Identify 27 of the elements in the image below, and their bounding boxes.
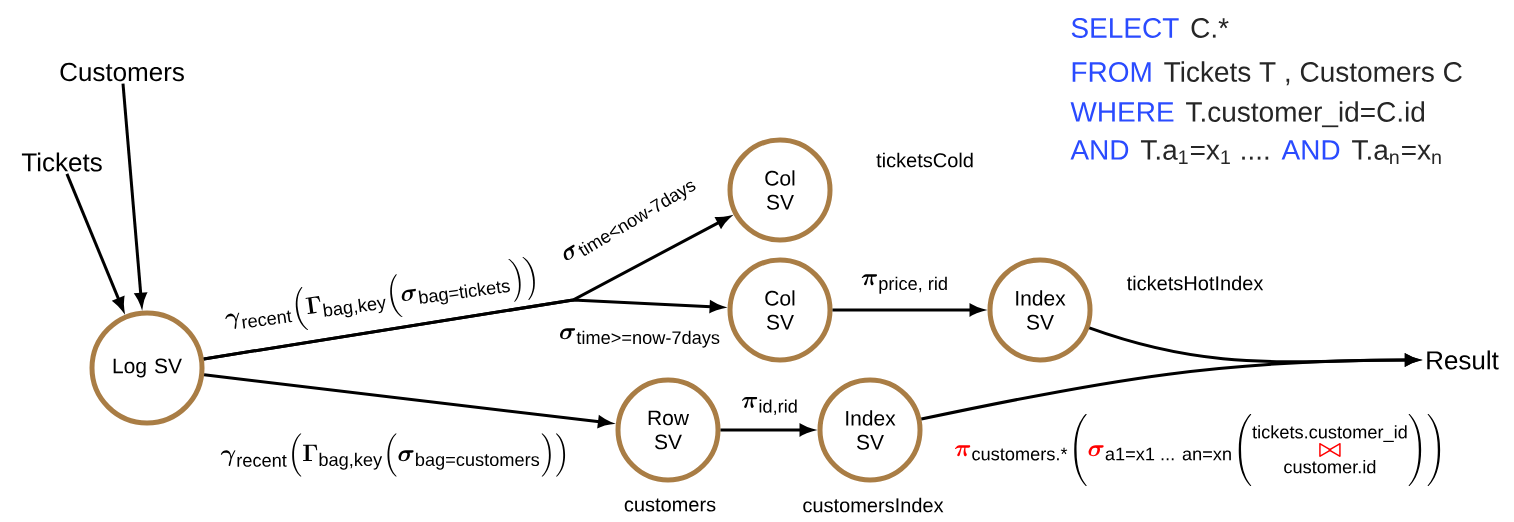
circle-node: Index SV — [987, 257, 1093, 363]
sql-text: Tickets T , Customers C — [1164, 61, 1462, 86]
sql-keyword: FROM — [1072, 62, 1151, 82]
node-caption: customers — [624, 498, 716, 512]
node-caption: ticketsHotIndex — [1126, 275, 1264, 291]
edge-label: $\boldsymbol{\pi}_{\text{price, rid}}$ — [861, 274, 947, 294]
edge-label: $\textcolor{red}{\boldsymbol{\pi}}_{\text{customers.*}}\Bigg(\textcolor{red}{\boldsymbol{\sigma}}_{\text{a1=x1 ... an=xn}}\Bigg(\underset{\text{customer.id}}{\overset{\text{tickets.customer\_id}}{\textcolor{red}{\boldsymbol{\bowtie}}}}\Bigg)\Bigg)$ — [954, 414, 1441, 486]
edge-label: $\boldsymbol{\gamma}_{\text{recent}}\Big(\boldsymbol{\Gamma}_{\text{bag,key}}\Big(\boldsymbol{\sigma}_{\text{bag=customers}}\Big)\Big)$ — [220, 433, 566, 477]
circle-node: Col SV — [727, 257, 833, 363]
sql-keyword: WHERE — [1070, 102, 1174, 122]
result-label: Result — [1427, 350, 1499, 370]
circle-node: Col SV — [727, 137, 833, 243]
edge-label: $\boldsymbol{\pi}_{\text{id,rid}}$ — [741, 397, 797, 415]
source-label: Tickets — [21, 152, 102, 172]
sql-text: T.a$_{1}$=x$_{1}$ .... — [1140, 140, 1269, 164]
circle-node: Index SV — [817, 377, 923, 483]
circle-node: Log SV — [89, 310, 205, 426]
sql-text: T.a$_{n}$=x$_{n}$ — [1352, 140, 1441, 164]
source-label: Customers — [60, 62, 184, 82]
circle-node: Row SV — [615, 377, 721, 483]
sql-text: T.customer_id=C.id — [1186, 101, 1425, 128]
sql-keyword: AND — [1070, 140, 1129, 160]
sql-keyword: SELECT — [1071, 18, 1179, 38]
node-caption: ticketsCold — [876, 152, 973, 168]
node-caption: customersIndex — [803, 497, 944, 513]
sql-text: C.* — [1191, 18, 1229, 38]
sql-keyword: AND — [1281, 140, 1340, 160]
